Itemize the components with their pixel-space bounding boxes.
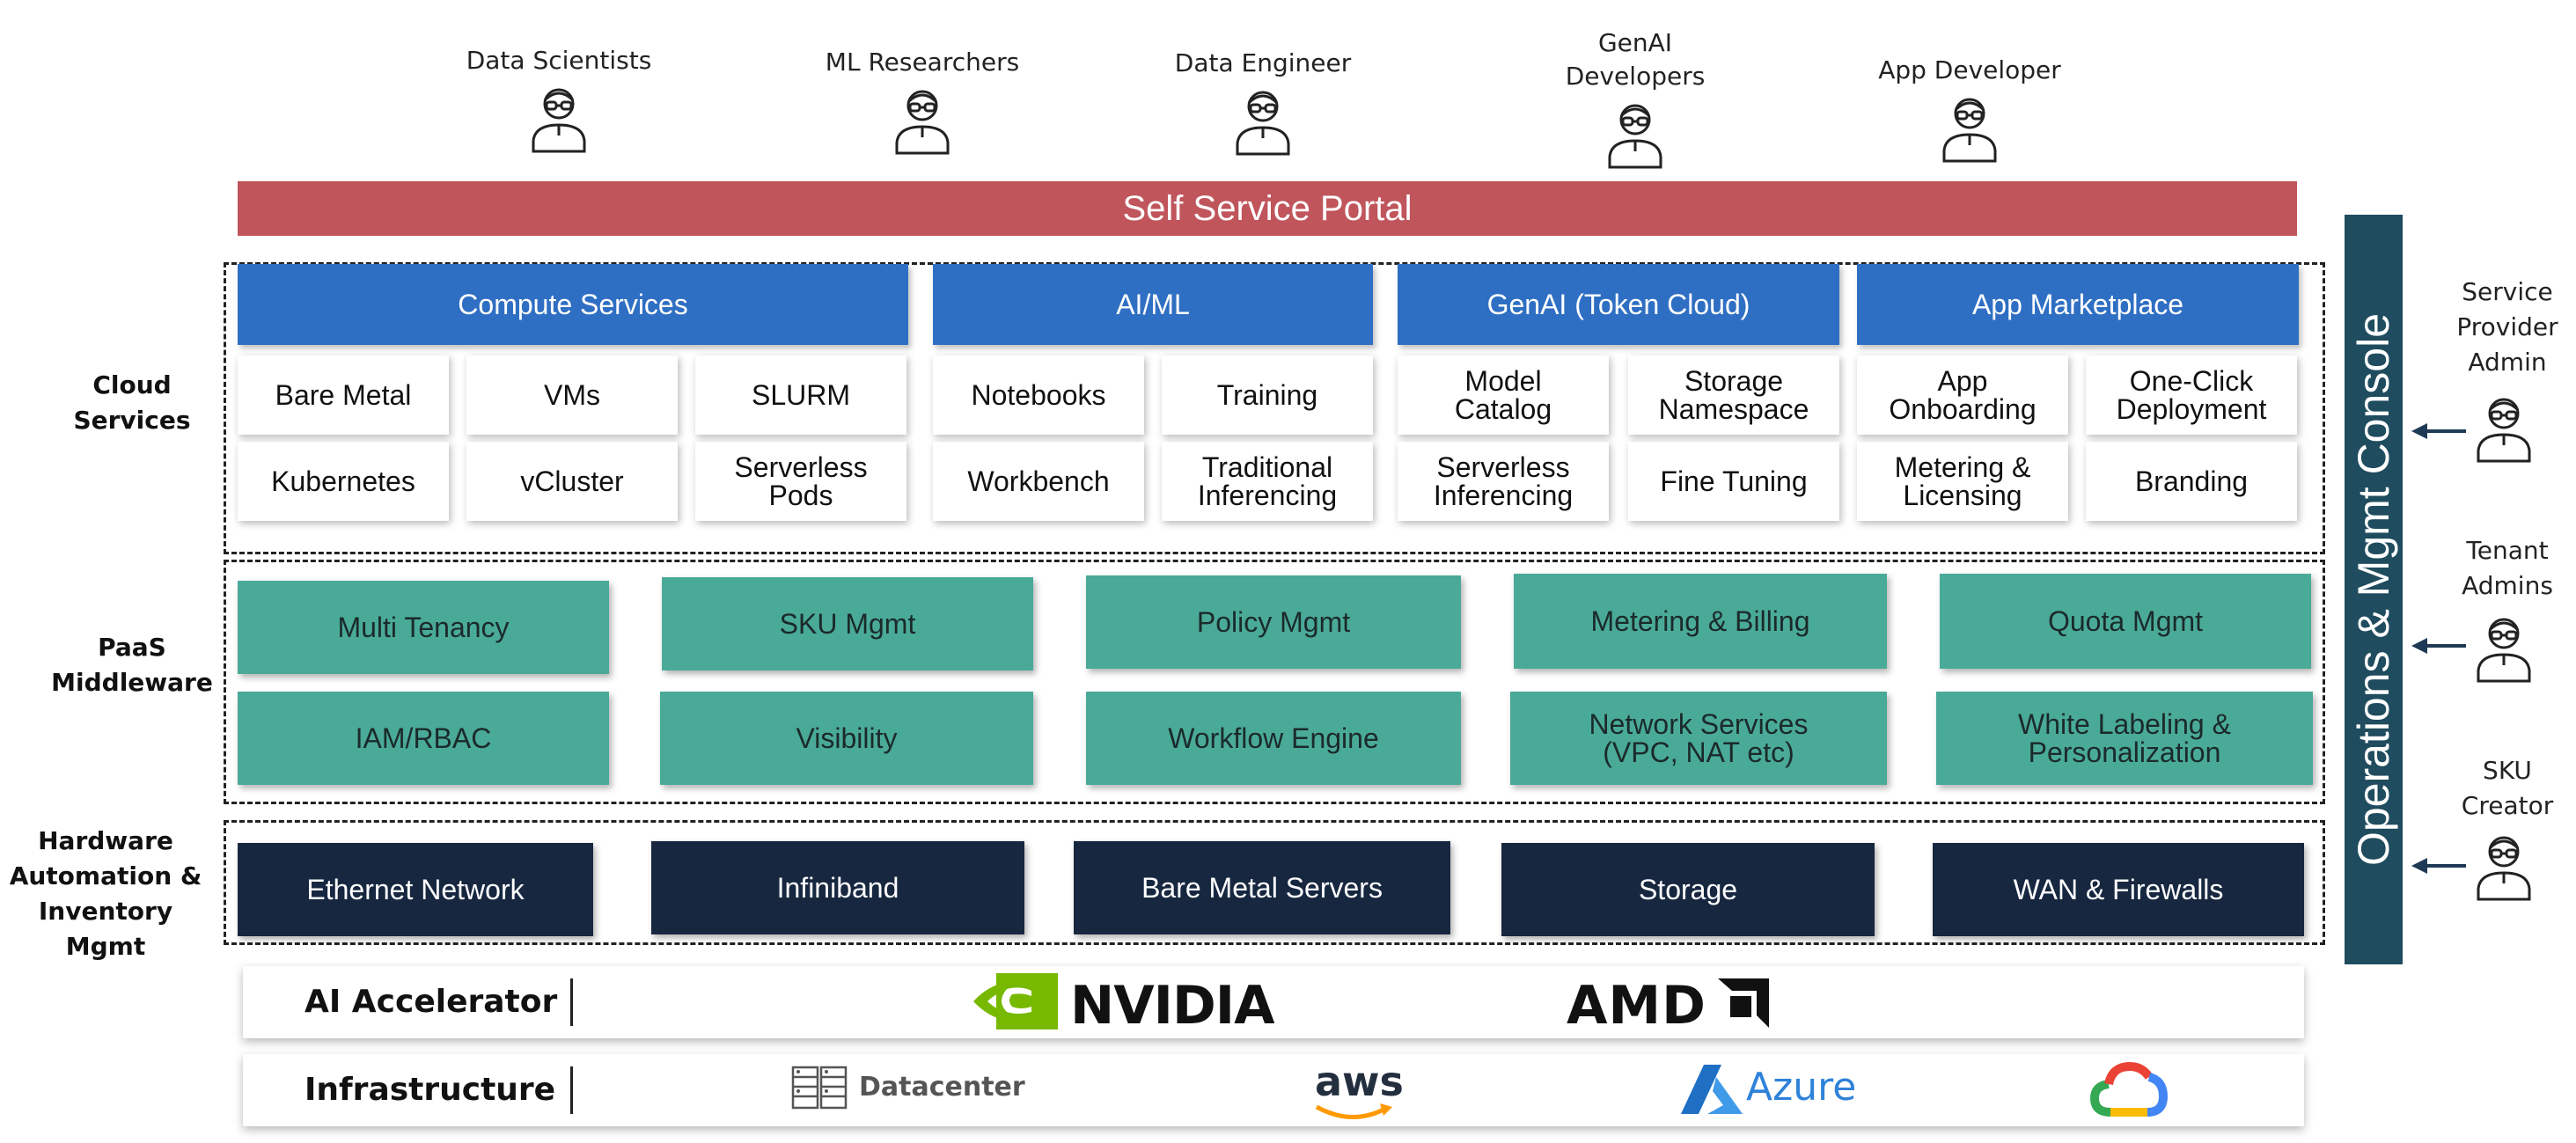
middleware-metering-billing[interactable]: Metering & Billing — [1514, 574, 1887, 669]
user-icon — [895, 90, 950, 155]
amd-logo: AMD — [1567, 975, 1778, 1037]
amd-arrow-icon — [1718, 978, 1769, 1028]
azure-label: Azure — [1746, 1065, 1857, 1110]
persona-label: Data Engineer — [1174, 48, 1352, 77]
row-label-hardware: Hardware Automation & Inventory Mgmt — [9, 826, 202, 961]
service-branding[interactable]: Branding — [2086, 442, 2297, 521]
google-cloud-logo — [2089, 1061, 2169, 1117]
operations-mgmt-console[interactable]: Operations & Mgmt Console — [2345, 215, 2403, 964]
persona-label: ML Researchers — [825, 48, 1020, 77]
row-label-paas-middleware: PaaS Middleware — [51, 633, 213, 697]
middleware-workflow-engine[interactable]: Workflow Engine — [1086, 692, 1461, 785]
service-serverless-pods[interactable]: Serverless Pods — [695, 442, 906, 521]
persona-label: App Developer — [1878, 55, 2061, 84]
user-icon — [1236, 91, 1290, 156]
hardware-bare-metal-servers[interactable]: Bare Metal Servers — [1074, 841, 1450, 934]
service-model-catalog[interactable]: Model Catalog — [1398, 355, 1609, 435]
hardware-ethernet-network[interactable]: Ethernet Network — [238, 843, 593, 936]
server-rack-icon — [791, 1066, 848, 1110]
role-service-provider-admin: Service Provider Admin — [2456, 277, 2558, 377]
service-bare-metal[interactable]: Bare Metal — [238, 355, 449, 435]
persona-ml-researchers: ML Researchers — [808, 46, 1037, 155]
user-icon — [1942, 98, 1997, 163]
arrow-left-icon — [2411, 638, 2466, 654]
middleware-sku-mgmt[interactable]: SKU Mgmt — [662, 577, 1033, 670]
divider — [570, 978, 573, 1026]
service-kubernetes[interactable]: Kubernetes — [238, 442, 449, 521]
ai-accelerator-bar: AI Accelerator NVIDIA AMD — [243, 966, 2304, 1038]
middleware-quota-mgmt[interactable]: Quota Mgmt — [1940, 574, 2311, 669]
divider — [570, 1066, 573, 1114]
datacenter-label: Datacenter — [859, 1072, 1025, 1103]
header-genai-token-cloud[interactable]: GenAI (Token Cloud) — [1398, 264, 1839, 345]
middleware-visibility[interactable]: Visibility — [660, 692, 1033, 785]
amd-wordmark: AMD — [1567, 975, 1706, 1037]
nvidia-logo: NVIDIA — [972, 971, 1288, 1037]
user-icon — [2477, 398, 2531, 463]
service-metering-licensing[interactable]: Metering & Licensing — [1857, 442, 2068, 521]
middleware-policy-mgmt[interactable]: Policy Mgmt — [1086, 575, 1461, 669]
persona-app-developer: App Developer — [1855, 54, 2084, 163]
ops-console-label: Operations & Mgmt Console — [2349, 312, 2398, 867]
service-vms[interactable]: VMs — [466, 355, 678, 435]
aws-logo: aws — [1311, 1058, 1404, 1125]
middleware-network-services[interactable]: Network Services (VPC, NAT etc) — [1510, 692, 1887, 785]
role-tenant-admins: Tenant Admins — [2462, 536, 2553, 600]
hardware-storage[interactable]: Storage — [1501, 843, 1875, 936]
service-training[interactable]: Training — [1162, 355, 1373, 435]
persona-genai-developers: GenAI Developers — [1521, 26, 1750, 169]
user-icon — [1608, 104, 1662, 169]
service-fine-tuning[interactable]: Fine Tuning — [1628, 442, 1839, 521]
row-label-cloud-services: Cloud Services — [73, 370, 191, 435]
ai-accelerator-label: AI Accelerator — [305, 984, 558, 1020]
service-app-onboarding[interactable]: App Onboarding — [1857, 355, 2068, 435]
azure-logo — [1681, 1065, 1743, 1114]
service-traditional-inferencing[interactable]: Traditional Inferencing — [1162, 442, 1373, 521]
header-app-marketplace[interactable]: App Marketplace — [1857, 264, 2299, 345]
service-notebooks[interactable]: Notebooks — [933, 355, 1144, 435]
nvidia-wordmark: NVIDIA — [1070, 975, 1275, 1037]
header-compute-services[interactable]: Compute Services — [238, 264, 908, 345]
arrow-left-icon — [2411, 423, 2466, 439]
service-slurm[interactable]: SLURM — [695, 355, 906, 435]
middleware-iam-rbac[interactable]: IAM/RBAC — [238, 692, 609, 785]
hardware-infiniband[interactable]: Infiniband — [651, 841, 1024, 934]
user-icon — [532, 88, 586, 153]
header-ai-ml[interactable]: AI/ML — [933, 264, 1373, 345]
service-vcluster[interactable]: vCluster — [466, 442, 678, 521]
role-sku-creator: SKU Creator — [2461, 756, 2554, 820]
service-serverless-inferencing[interactable]: Serverless Inferencing — [1398, 442, 1609, 521]
user-icon — [2477, 618, 2531, 683]
arrow-left-icon — [2411, 858, 2466, 874]
infrastructure-bar: Infrastructure Datacenter aws Azure — [243, 1054, 2304, 1126]
middleware-container — [224, 560, 2325, 804]
middleware-multi-tenancy[interactable]: Multi Tenancy — [238, 581, 609, 674]
persona-data-scientists: Data Scientists — [444, 44, 673, 153]
persona-data-engineer: Data Engineer — [1149, 47, 1377, 156]
service-workbench[interactable]: Workbench — [933, 442, 1144, 521]
persona-label: Data Scientists — [466, 46, 652, 75]
cloud-services-container — [224, 262, 2325, 554]
middleware-white-labeling[interactable]: White Labeling & Personalization — [1936, 692, 2313, 785]
nvidia-eye-icon — [973, 973, 1058, 1029]
hardware-wan-firewalls[interactable]: WAN & Firewalls — [1933, 843, 2304, 936]
aws-wordmark: aws — [1315, 1058, 1404, 1105]
persona-label: GenAI Developers — [1565, 28, 1706, 91]
self-service-portal[interactable]: Self Service Portal — [238, 181, 2297, 236]
infrastructure-label: Infrastructure — [305, 1072, 556, 1108]
aws-smile-icon — [1315, 1103, 1392, 1119]
service-one-click-deployment[interactable]: One-Click Deployment — [2086, 355, 2297, 435]
service-storage-namespace[interactable]: Storage Namespace — [1628, 355, 1839, 435]
hardware-container — [224, 820, 2325, 945]
user-icon — [2477, 836, 2531, 901]
